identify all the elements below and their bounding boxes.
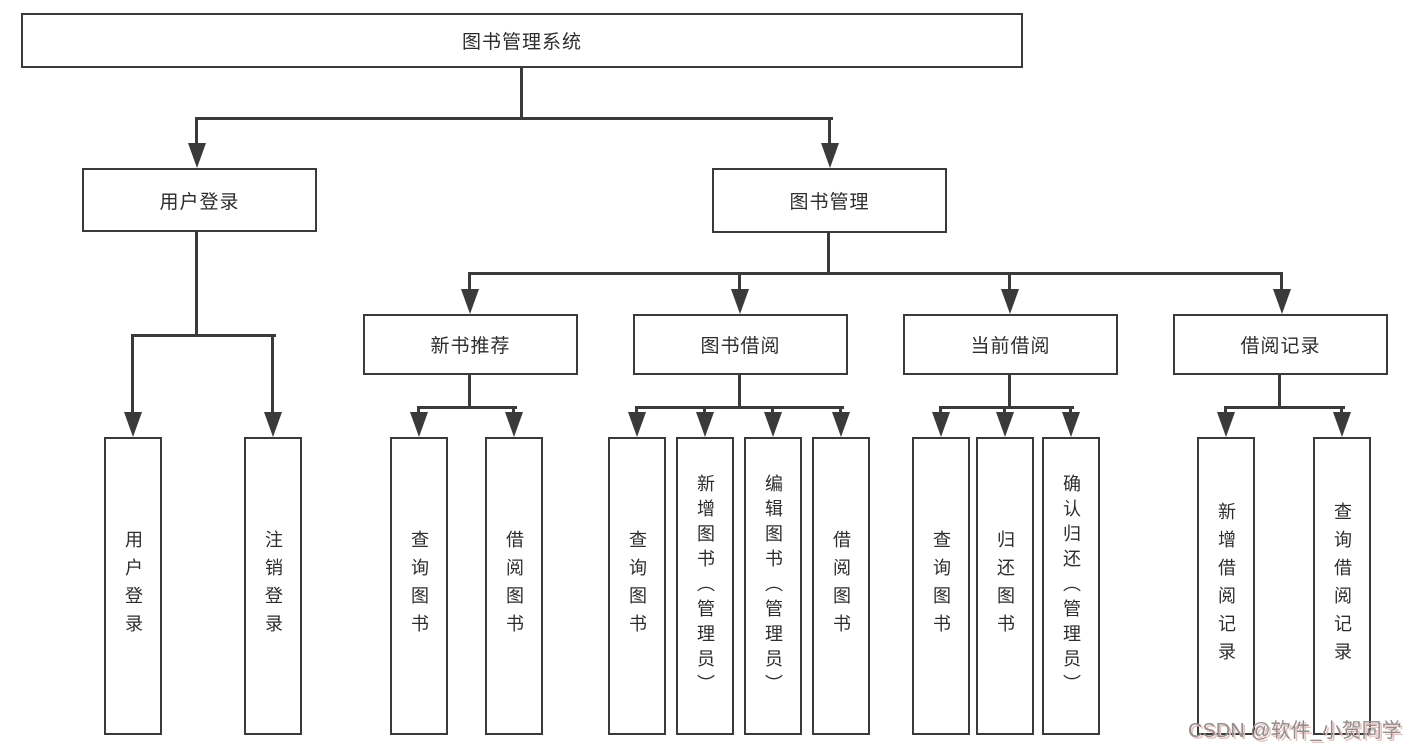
arrowhead-icon <box>821 143 839 168</box>
arrowhead-icon <box>124 412 142 437</box>
node-user-login: 用户登录 <box>82 168 317 232</box>
arrowhead-icon <box>996 412 1014 437</box>
leaf-borrow-books-borrowing: 借阅图书 <box>812 437 870 735</box>
connector-line <box>131 334 134 413</box>
arrowhead-icon <box>1273 289 1291 314</box>
connector-line <box>131 334 276 337</box>
leaf-borrow-books-borrowing-label: 借阅图书 <box>831 530 851 642</box>
arrowhead-icon <box>1217 412 1235 437</box>
connector-line <box>417 406 420 415</box>
leaf-query-books-current-label: 查询图书 <box>931 530 951 642</box>
connector-line <box>468 272 471 291</box>
connector-line <box>195 117 198 144</box>
leaf-add-borrow-record: 新增借阅记录 <box>1197 437 1255 735</box>
arrowhead-icon <box>264 412 282 437</box>
arrowhead-icon <box>628 412 646 437</box>
leaf-query-books-borrowing: 查询图书 <box>608 437 666 735</box>
leaf-borrow-books-newrec-label: 借阅图书 <box>504 530 524 642</box>
node-book-management: 图书管理 <box>712 168 947 233</box>
connector-line <box>1280 272 1283 291</box>
arrowhead-icon <box>932 412 950 437</box>
leaf-query-borrow-record: 查询借阅记录 <box>1313 437 1371 735</box>
connector-line <box>1278 374 1281 408</box>
leaf-edit-book-admin-label: 编辑图书（管理员） <box>763 473 783 699</box>
arrowhead-icon <box>1062 412 1080 437</box>
connector-line <box>635 406 844 409</box>
node-root-label: 图书管理系统 <box>461 32 582 53</box>
connector-line <box>839 406 842 415</box>
arrowhead-icon <box>505 412 523 437</box>
leaf-logout-label: 注销登录 <box>263 530 283 642</box>
arrowhead-icon <box>731 289 749 314</box>
connector-line <box>827 232 830 275</box>
leaf-return-books-label: 归还图书 <box>995 530 1015 642</box>
arrowhead-icon <box>696 412 714 437</box>
connector-line <box>417 406 517 409</box>
connector-line <box>771 406 774 415</box>
arrowhead-icon <box>1001 289 1019 314</box>
connector-line <box>1003 406 1006 415</box>
connector-line <box>1224 406 1227 415</box>
node-borrowing-records: 借阅记录 <box>1173 314 1388 375</box>
leaf-query-books-newrec-label: 查询图书 <box>409 530 429 642</box>
node-borrowing-records-label: 借阅记录 <box>1240 336 1321 357</box>
arrowhead-icon <box>410 412 428 437</box>
node-user-login-label: 用户登录 <box>159 191 240 213</box>
connector-line <box>468 272 1283 275</box>
connector-line <box>738 374 741 408</box>
leaf-query-books-newrec: 查询图书 <box>390 437 448 735</box>
leaf-user-login: 用户登录 <box>104 437 162 735</box>
connector-line <box>1224 406 1345 409</box>
connector-line <box>195 232 198 335</box>
connector-line <box>703 406 706 415</box>
connector-line <box>271 334 274 413</box>
arrowhead-icon <box>832 412 850 437</box>
leaf-return-books: 归还图书 <box>976 437 1034 735</box>
connector-line <box>1340 406 1343 415</box>
node-book-management-label: 图书管理 <box>789 192 870 213</box>
leaf-borrow-books-newrec: 借阅图书 <box>485 437 543 735</box>
node-new-book-recommend-label: 新书推荐 <box>430 336 511 357</box>
connector-line <box>520 68 523 118</box>
leaf-user-login-label: 用户登录 <box>123 530 143 642</box>
leaf-query-borrow-record-label: 查询借阅记录 <box>1332 502 1352 670</box>
node-current-borrowing: 当前借阅 <box>903 314 1118 375</box>
node-root: 图书管理系统 <box>21 13 1023 68</box>
connector-line <box>828 117 831 144</box>
leaf-logout: 注销登录 <box>244 437 302 735</box>
node-book-borrowing: 图书借阅 <box>633 314 848 375</box>
node-current-borrowing-label: 当前借阅 <box>970 336 1051 357</box>
leaf-confirm-return-admin: 确认归还（管理员） <box>1042 437 1100 735</box>
connector-line <box>939 406 1074 409</box>
connector-line <box>512 406 515 415</box>
node-book-borrowing-label: 图书借阅 <box>700 336 781 357</box>
leaf-confirm-return-admin-label: 确认归还（管理员） <box>1061 473 1081 699</box>
arrowhead-icon <box>764 412 782 437</box>
leaf-query-books-borrowing-label: 查询图书 <box>627 530 647 642</box>
connector-line <box>195 117 833 120</box>
connector-line <box>468 374 471 408</box>
arrowhead-icon <box>461 289 479 314</box>
leaf-edit-book-admin: 编辑图书（管理员） <box>744 437 802 735</box>
connector-line <box>1069 406 1072 415</box>
connector-line <box>939 406 942 415</box>
connector-line <box>635 406 638 415</box>
leaf-query-books-current: 查询图书 <box>912 437 970 735</box>
leaf-add-book-admin: 新增图书（管理员） <box>676 437 734 735</box>
connector-line <box>738 272 741 291</box>
connector-line <box>1008 374 1011 408</box>
arrowhead-icon <box>188 143 206 168</box>
csdn-watermark: CSDN @软件_小贺同学 <box>1188 720 1402 742</box>
connector-line <box>1008 272 1011 291</box>
arrowhead-icon <box>1333 412 1351 437</box>
leaf-add-borrow-record-label: 新增借阅记录 <box>1216 502 1236 670</box>
leaf-add-book-admin-label: 新增图书（管理员） <box>695 473 715 699</box>
node-new-book-recommend: 新书推荐 <box>363 314 578 375</box>
